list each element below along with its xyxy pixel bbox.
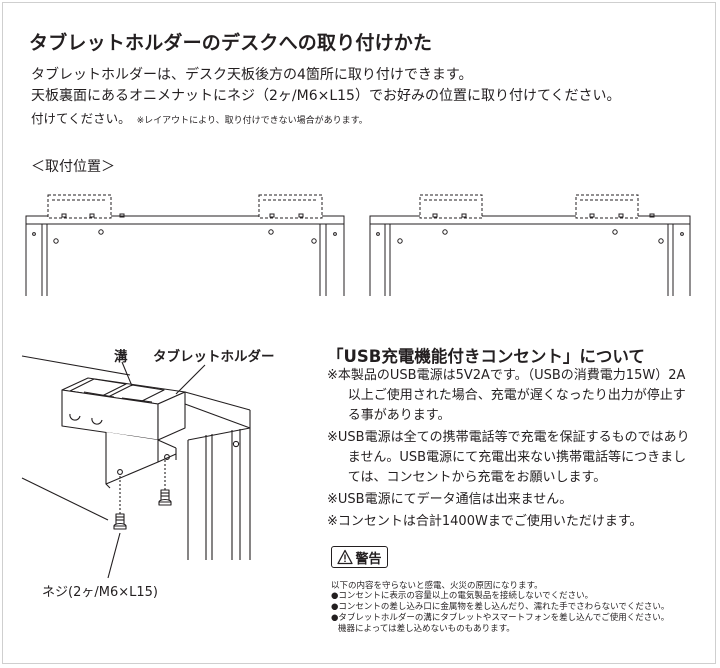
warning-label: 警告 xyxy=(355,551,382,567)
usb-note: ※USB電源にてデータ通信は出来ません。 xyxy=(327,492,573,507)
page-title: タブレットホルダーのデスクへの取り付けかた xyxy=(29,32,433,54)
warning-item-continued: 機器によっては差し込めないものもあります。 xyxy=(338,624,515,634)
usb-note: ※コンセントは合計1400Wまでご使用いただけます。 xyxy=(327,514,643,529)
screw-icon-2 xyxy=(158,489,172,506)
usb-section-heading: 「USB充電機能付きコンセント」について xyxy=(327,347,645,366)
warning-item: ●コンセントに表示の容量以上の電気製品を接続しないでください。 xyxy=(331,591,594,601)
groove-label: 溝 xyxy=(114,349,128,365)
usb-notes-list: ※本製品のUSB電源は5V2Aです。（USBの消費電力15W）2A以上ご使用され… xyxy=(327,366,697,534)
layout-note: ※レイアウトにより、取り付けできない場合があります。 xyxy=(136,116,368,126)
desk-diagram-left xyxy=(25,194,345,296)
warning-intro: 以下の内容を守らないと感電、火災の原因になります。 xyxy=(331,581,543,591)
screw-label: ネジ(2ヶ/M6×L15) xyxy=(42,585,158,600)
warning-badge: 警告 xyxy=(331,546,388,568)
usb-note: ※USB電源は全ての携帯電話等で充電を保証するものではありません。USB電源にて… xyxy=(327,430,690,485)
intro-line-2: 天板裏面にあるオニメナットにネジ（2ヶ/M6×L15）でお好みの位置に取り付けて… xyxy=(31,88,621,104)
usb-note: ※本製品のUSB電源は5V2Aです。（USBの消費電力15W）2A以上ご使用され… xyxy=(327,368,686,423)
warning-item: ●タブレットホルダーの溝にタブレットやスマートフォンを差し込んでご使用ください。 xyxy=(331,613,670,623)
warning-triangle-icon xyxy=(337,549,354,565)
screw-icon-1 xyxy=(113,513,127,530)
warning-item: ●コンセントの差し込み口に金属物を差し込んだり、濡れた手でさわらないでください。 xyxy=(331,602,670,612)
warning-list: ●コンセントに表示の容量以上の電気製品を接続しないでください。 ●コンセントの差… xyxy=(331,591,701,635)
intro-line-1: タブレットホルダーは、デスク天板後方の4箇所に取り付けできます。 xyxy=(31,67,473,83)
mounting-position-heading: ＜取付位置＞ xyxy=(31,159,115,175)
intro-line-3-text: 付けてください。 xyxy=(31,111,131,126)
intro-line-3: 付けてください。 ※レイアウトにより、取り付けできない場合があります。 xyxy=(31,108,368,127)
holder-label: タブレットホルダー xyxy=(153,349,275,365)
desk-diagram-right xyxy=(369,194,691,296)
